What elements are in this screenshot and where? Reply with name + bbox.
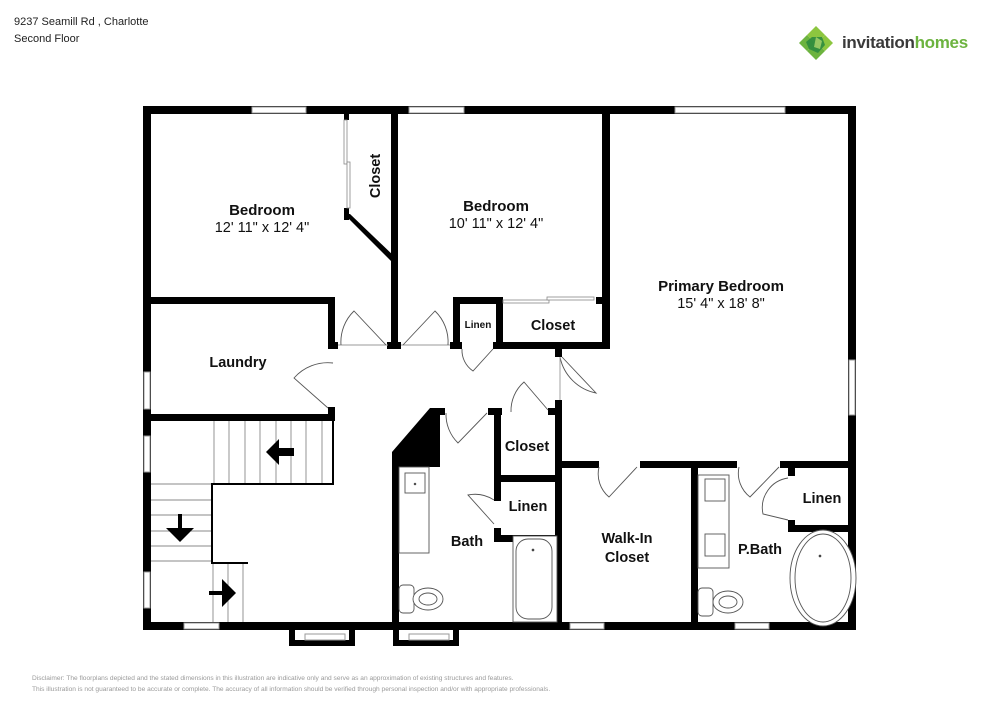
doors bbox=[293, 310, 789, 525]
pbath-sink-2 bbox=[704, 533, 726, 557]
bath-name: Bath bbox=[451, 534, 483, 550]
stairs bbox=[151, 421, 323, 622]
arrow-down-icon bbox=[166, 528, 194, 542]
closet-hall-name: Closet bbox=[505, 439, 549, 455]
closet-bed2-name: Closet bbox=[368, 154, 384, 198]
laundry-name: Laundry bbox=[209, 355, 266, 371]
green-diamond-cluster-icon bbox=[799, 26, 833, 60]
walk-in-closet-name-1: Walk-In bbox=[601, 531, 652, 547]
linen-hall-name: Linen bbox=[465, 320, 492, 331]
sliding-doors bbox=[343, 119, 595, 304]
room-labels: Bedroom 12' 11" x 12' 4" Bedroom 10' 11"… bbox=[209, 154, 841, 566]
primary-bath-name: P.Bath bbox=[738, 542, 782, 558]
stair-arrows bbox=[166, 439, 294, 607]
brand-wordmark: invitationhomes bbox=[842, 33, 968, 52]
bedroom-3-dims: 10' 11" x 12' 4" bbox=[449, 216, 544, 232]
tub-basin bbox=[515, 538, 553, 620]
bedroom-2-dims: 12' 11" x 12' 4" bbox=[215, 220, 310, 236]
primary-bedroom-dims: 15' 4" x 18' 8" bbox=[677, 296, 765, 312]
pbath-sink-1 bbox=[704, 478, 726, 502]
bedroom-3-name: Bedroom bbox=[463, 198, 529, 215]
disclaimer-line-1: Disclaimer: The floorplans depicted and … bbox=[32, 675, 514, 682]
listing-header: 9237 Seamill Rd , Charlotte Second Floor bbox=[14, 14, 149, 48]
toilet-tank bbox=[398, 584, 415, 614]
fixtures bbox=[398, 466, 857, 627]
bedroom-2-name: Bedroom bbox=[229, 202, 295, 219]
stair-outline bbox=[211, 421, 334, 564]
arrow-right-icon bbox=[222, 579, 236, 607]
windows bbox=[143, 106, 856, 641]
disclaimer-line-2: This illustration is not guaranteed to b… bbox=[32, 686, 551, 693]
primary-bedroom-name: Primary Bedroom bbox=[658, 278, 784, 295]
brand-logo: invitationhomes bbox=[798, 25, 968, 61]
closet-bed3-name: Closet bbox=[531, 318, 575, 334]
linen-bath-name: Linen bbox=[509, 499, 548, 515]
walk-in-closet-name-2: Closet bbox=[605, 550, 649, 566]
pbath-toilet-tank bbox=[697, 587, 714, 617]
walls bbox=[143, 106, 856, 646]
floor-label: Second Floor bbox=[14, 33, 80, 45]
linen-pbath-name: Linen bbox=[803, 491, 842, 507]
property-address: 9237 Seamill Rd , Charlotte bbox=[14, 16, 149, 28]
disclaimer: Disclaimer: The floorplans depicted and … bbox=[32, 673, 550, 695]
